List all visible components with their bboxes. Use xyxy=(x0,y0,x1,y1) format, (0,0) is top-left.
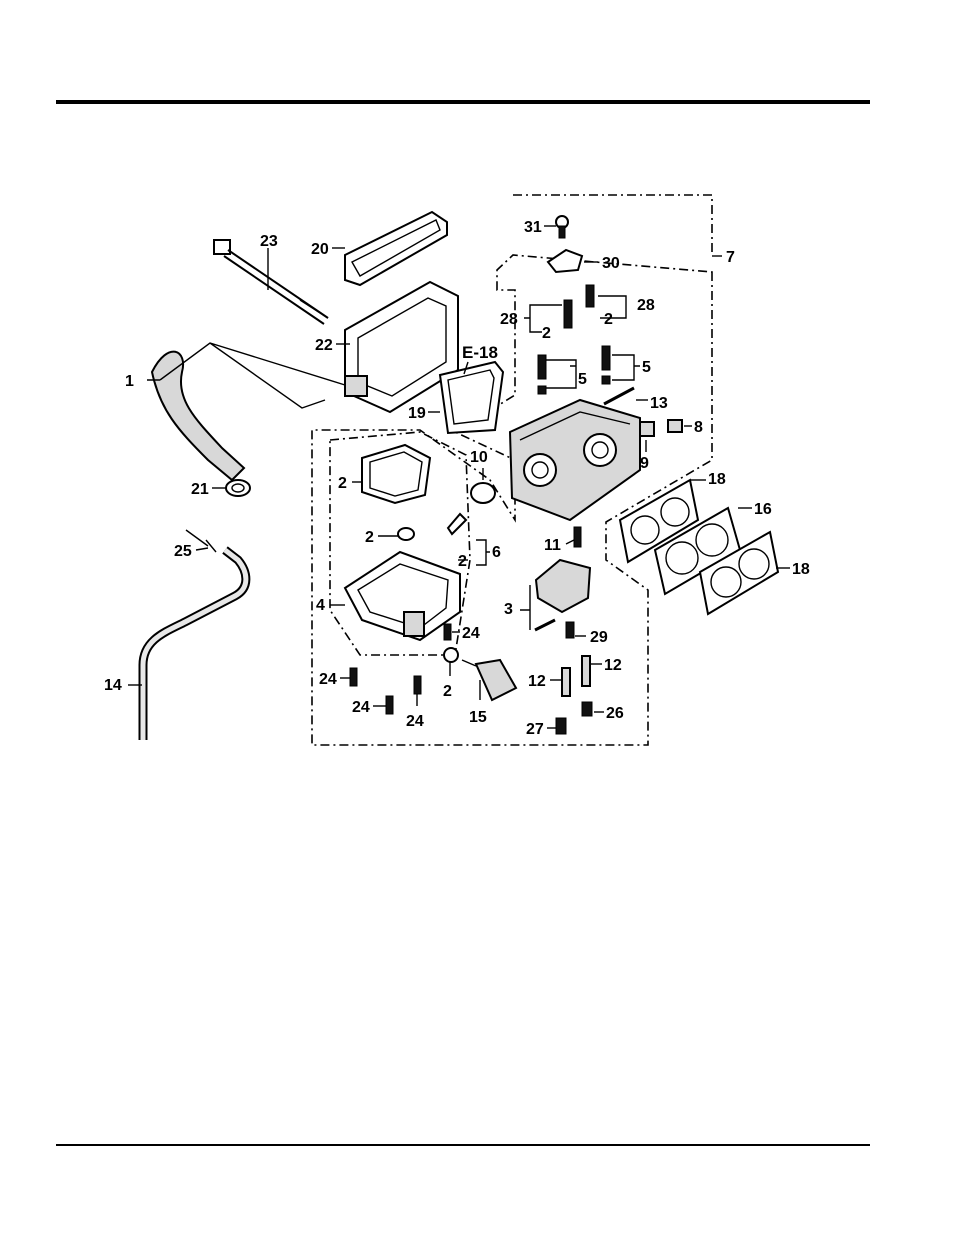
float-bowl-4-shape xyxy=(345,552,460,640)
choke-3-shape xyxy=(536,560,590,612)
cap-10-shape xyxy=(471,483,495,503)
callout-30: 30 xyxy=(602,255,620,272)
callout-24: 24 xyxy=(319,671,337,688)
callout-18: 18 xyxy=(792,561,810,578)
callout-2: 2 xyxy=(338,475,347,492)
callout-15: 15 xyxy=(469,709,487,726)
callout-2: 2 xyxy=(604,311,613,328)
callout-10: 10 xyxy=(470,449,488,466)
callout-20: 20 xyxy=(311,241,329,258)
callout-14: 14 xyxy=(104,677,122,694)
callout-16: 16 xyxy=(754,501,772,518)
callout-3: 3 xyxy=(504,601,513,618)
callout-5: 5 xyxy=(578,371,587,388)
callout-24: 24 xyxy=(462,625,480,642)
callout-24: 24 xyxy=(406,713,424,730)
callout-21: 21 xyxy=(191,481,209,498)
callout-2: 2 xyxy=(365,529,374,546)
callout-7: 7 xyxy=(726,249,735,266)
clamp-21-shape xyxy=(226,480,250,496)
callout-23: 23 xyxy=(260,233,278,250)
callout-2: 2 xyxy=(458,553,467,570)
callout-5: 5 xyxy=(642,359,651,376)
callout-22: 22 xyxy=(315,337,333,354)
hose-1-shape xyxy=(152,352,244,480)
callout-11: 11 xyxy=(544,537,561,554)
callout-12: 12 xyxy=(604,657,622,674)
housing-22-shape xyxy=(345,282,458,412)
callout-26: 26 xyxy=(606,705,624,722)
plate-30-shape xyxy=(548,250,582,272)
callout-27: 27 xyxy=(526,721,544,738)
callout-19: 19 xyxy=(408,405,426,422)
callout-13: 13 xyxy=(650,395,668,412)
callout-18: 18 xyxy=(708,471,726,488)
reference-label: E-18 xyxy=(462,343,498,362)
tube-14-shape xyxy=(143,550,246,740)
callout-28: 28 xyxy=(637,297,655,314)
callout-31: 31 xyxy=(524,219,542,236)
cover-20-shape xyxy=(345,212,447,285)
carburetor-body-shape xyxy=(510,400,640,520)
callout-24: 24 xyxy=(352,699,370,716)
callout-25: 25 xyxy=(174,543,192,560)
callout-6: 6 xyxy=(492,544,501,561)
callout-8: 8 xyxy=(694,419,703,436)
callout-9: 9 xyxy=(640,455,649,472)
callout-29: 29 xyxy=(590,629,608,646)
callout-12: 12 xyxy=(528,673,546,690)
callout-2: 2 xyxy=(542,325,551,342)
jet-6-shape xyxy=(448,514,466,534)
callout-2: 2 xyxy=(443,683,452,700)
callout-4: 4 xyxy=(316,597,325,614)
callout-28: 28 xyxy=(500,311,518,328)
callout-1: 1 xyxy=(125,373,134,390)
